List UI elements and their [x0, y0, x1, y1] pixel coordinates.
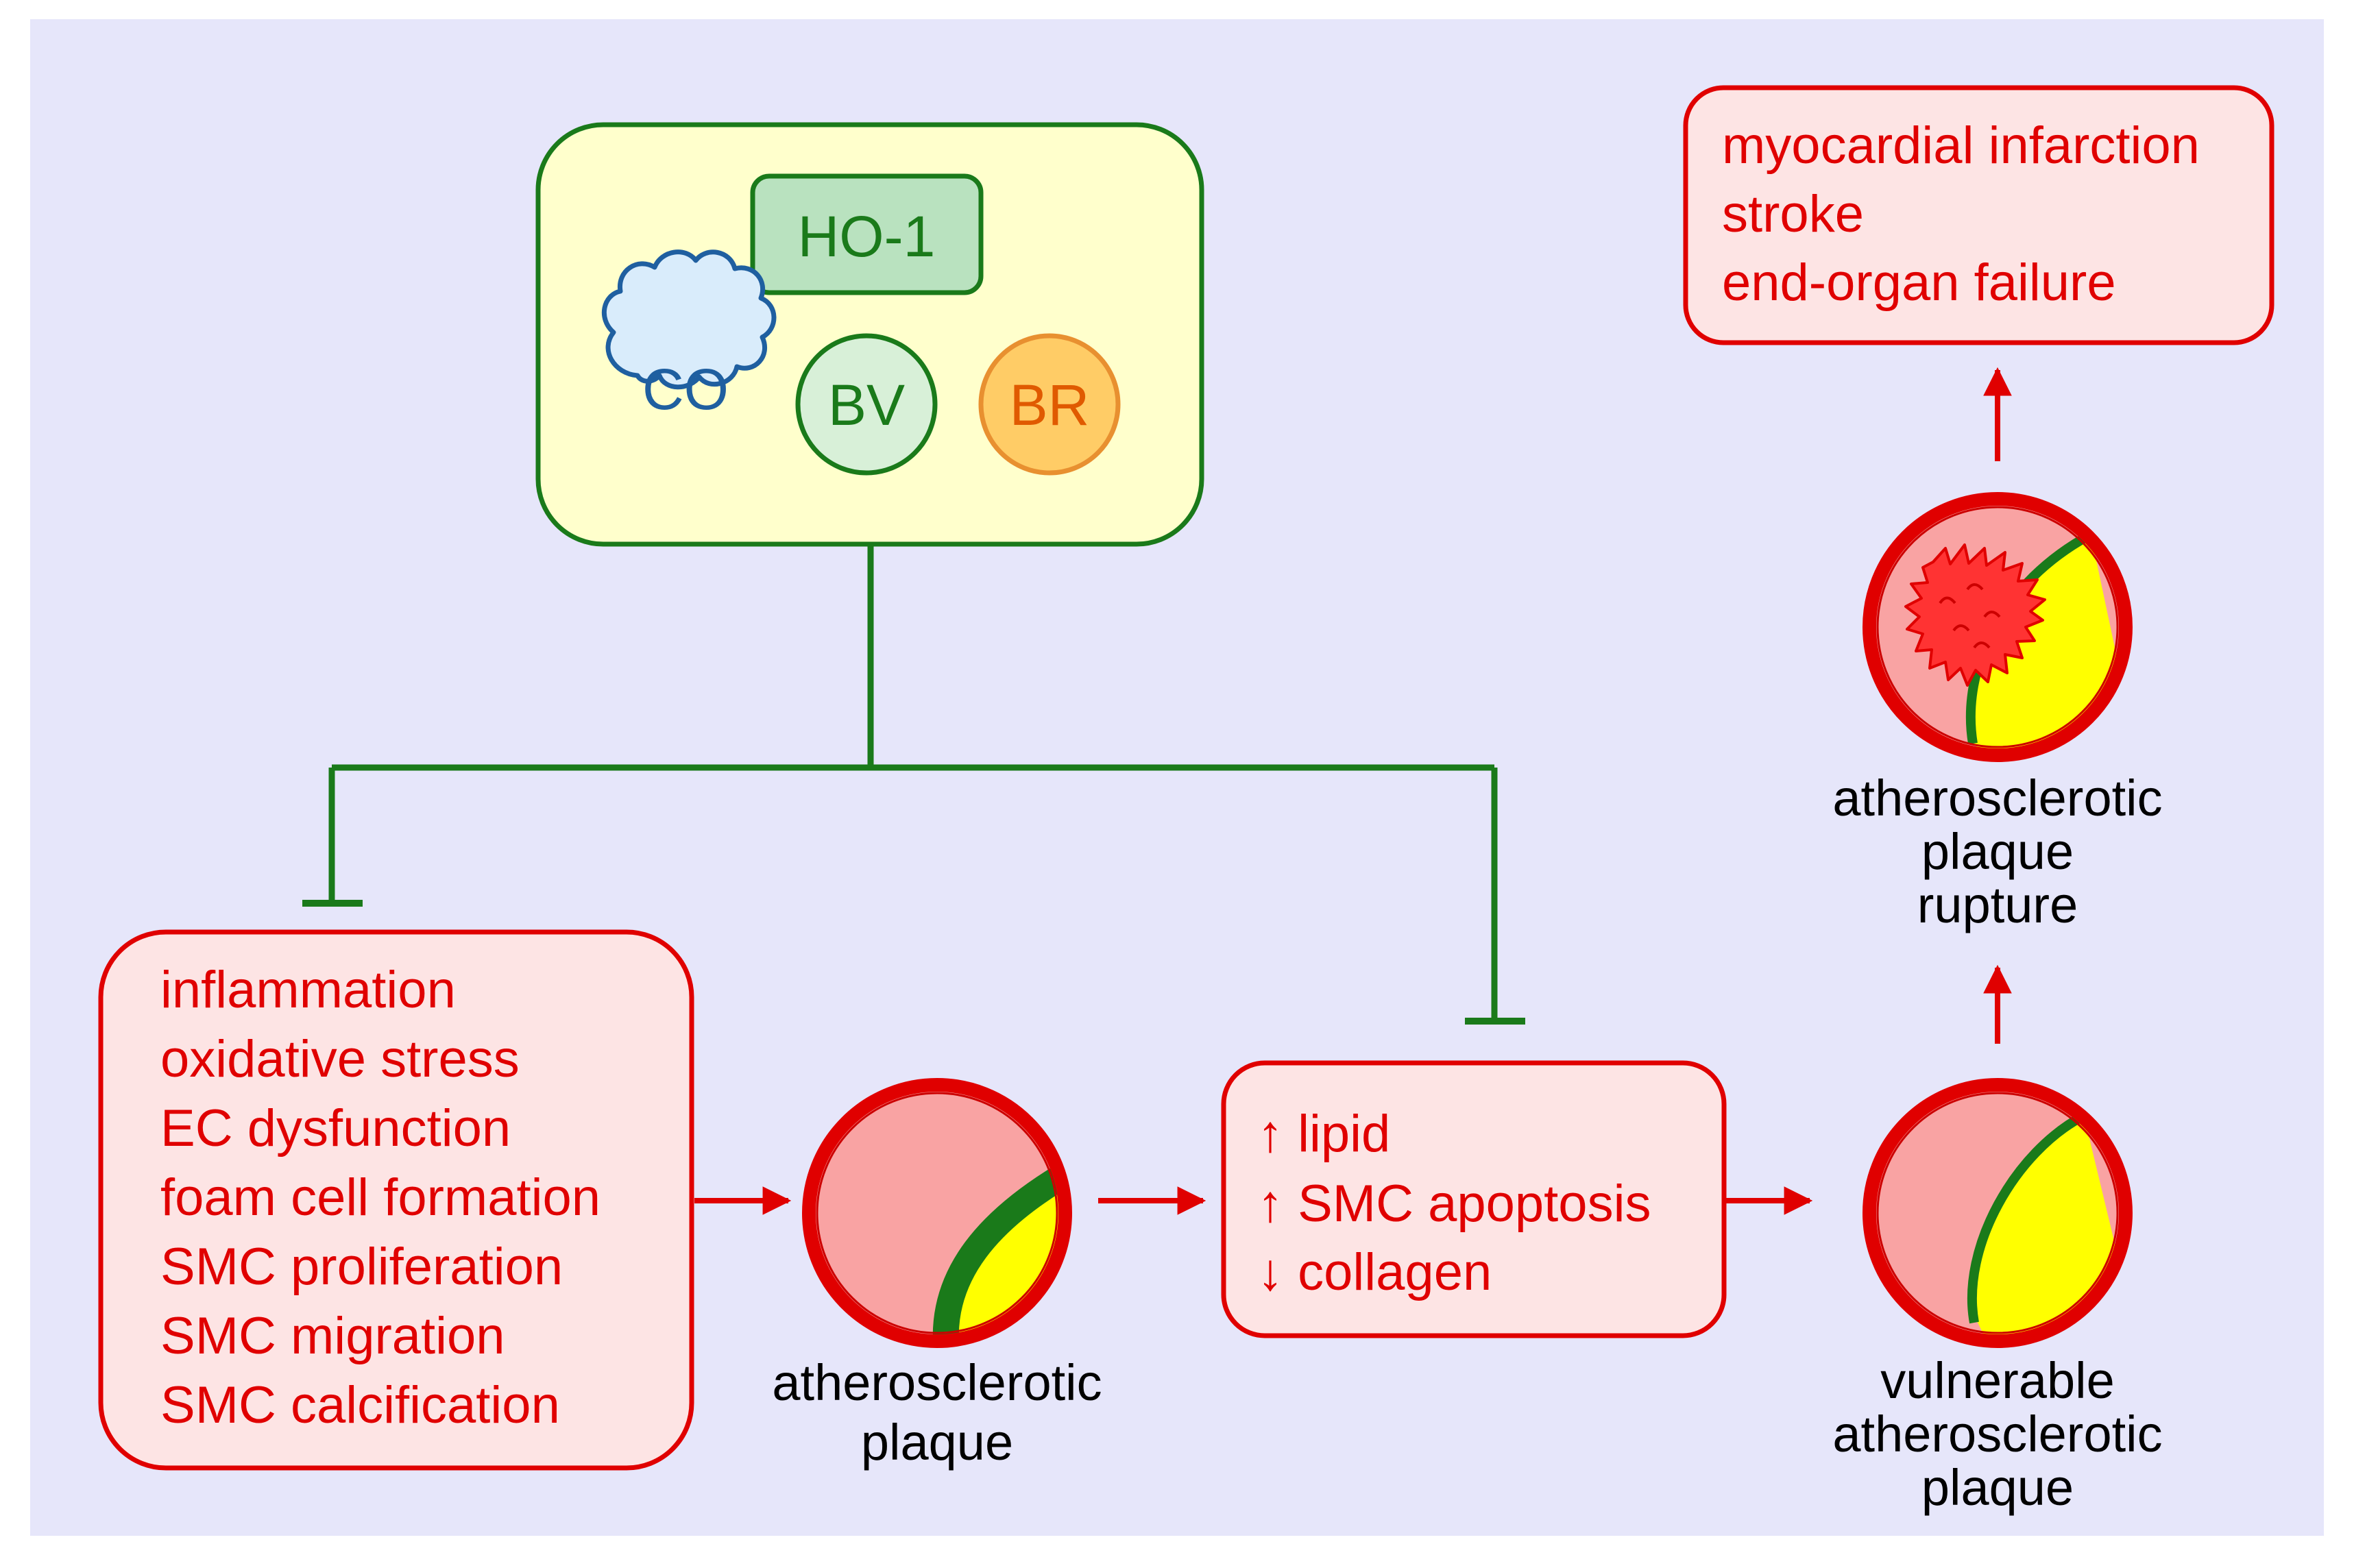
outcomes-box: myocardial infarction stroke end-organ f… — [1683, 85, 2274, 345]
vulnerable-plaque-thin-cap — [1967, 1111, 2087, 1324]
bv-circle: BV — [795, 333, 938, 476]
inhibition-connectors — [302, 546, 1525, 1025]
ho1-enzyme-box: HO-1 — [750, 173, 984, 295]
br-circle: BR — [978, 333, 1121, 476]
risk-factor-smc-migration: SMC migration — [160, 1307, 505, 1365]
thrombus-texture — [1939, 583, 2001, 649]
plaque-cross-section: atherosclerotic plaque — [772, 1078, 1102, 1471]
ruptured-plaque-vessel-wall — [1862, 492, 2133, 762]
br-label: BR — [1010, 373, 1090, 437]
thrombus-icon — [1904, 543, 2046, 687]
vulnerable-label-line2: atherosclerotic — [1832, 1406, 2162, 1462]
risk-factor-ec-dysfunction: EC dysfunction — [160, 1099, 511, 1157]
risk-factor-oxidative-stress: oxidative stress — [160, 1030, 520, 1088]
ruptured-plaque-cross-section: atherosclerotic plaque rupture — [1832, 492, 2163, 933]
outcome-myocardial-infarction: myocardial infarction — [1722, 117, 2200, 175]
changes-box: ↑ lipid ↑ SMC apoptosis ↓ collagen — [1221, 1060, 1727, 1338]
change-collagen: ↓ collagen — [1257, 1243, 1492, 1301]
outcomes-frame — [1683, 85, 2274, 345]
vulnerable-label-line1: vulnerable — [1880, 1352, 2114, 1409]
plaque-core — [952, 1186, 1060, 1336]
rupture-label-line3: rupture — [1917, 877, 2078, 933]
risk-factors-box: inflammation oxidative stress EC dysfunc… — [98, 929, 694, 1471]
changes-frame — [1221, 1060, 1727, 1338]
rupture-label-line2: plaque — [1921, 823, 2074, 880]
co-label: CO — [642, 357, 729, 421]
change-lipid: ↑ lipid — [1257, 1105, 1390, 1163]
risk-factors-frame — [98, 929, 694, 1471]
vulnerable-label-line3: plaque — [1921, 1459, 2074, 1516]
co-cloud-icon — [601, 249, 777, 390]
progression-arrows — [694, 367, 2012, 1215]
outcome-stroke: stroke — [1722, 185, 1864, 243]
bv-label: BV — [828, 373, 905, 437]
heme-oxygenase-box: HO-1 CO BV BR — [535, 122, 1204, 547]
plaque-label-line2: plaque — [861, 1414, 1013, 1471]
risk-factor-smc-calcification: SMC calcification — [160, 1376, 560, 1434]
co-cloud: CO — [601, 249, 777, 421]
plaque-fibrous-cap — [932, 1160, 1060, 1336]
change-smc-apoptosis: ↑ SMC apoptosis — [1257, 1175, 1651, 1233]
rupture-label-line1: atherosclerotic — [1832, 770, 2162, 826]
ho1-label: HO-1 — [798, 204, 936, 269]
risk-factor-foam-cell: foam cell formation — [160, 1168, 600, 1227]
risk-factor-smc-proliferation: SMC proliferation — [160, 1238, 563, 1296]
plaque-label-line1: atherosclerotic — [772, 1354, 1102, 1411]
outcome-end-organ-failure: end-organ failure — [1722, 254, 2116, 312]
plaque-vessel-wall — [802, 1078, 1072, 1348]
risk-factor-inflammation: inflammation — [160, 961, 456, 1019]
vulnerable-plaque-vessel-wall — [1862, 1078, 2133, 1348]
vulnerable-plaque-cross-section: vulnerable atherosclerotic plaque — [1832, 1078, 2163, 1516]
